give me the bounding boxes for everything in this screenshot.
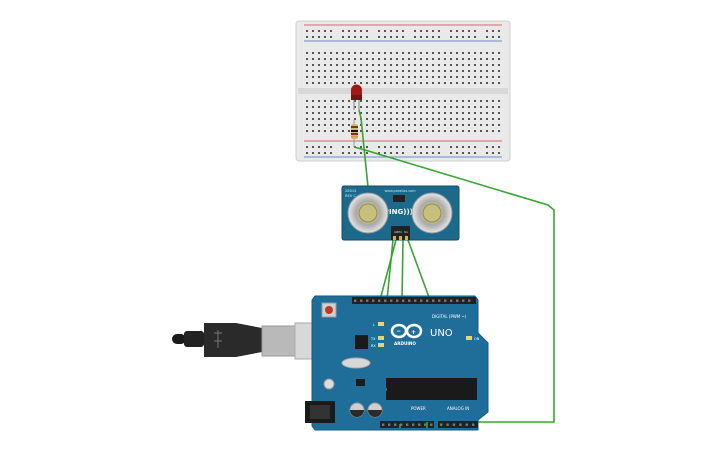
wire-sensor-sig (407, 239, 431, 301)
sensor-pin-gnd: GND (394, 231, 399, 234)
analog-label: ANALOG IN (447, 406, 469, 411)
arduino-uno-board[interactable]: DIGITAL (PWM ~) − + UNO ARDUINO L TX RX … (305, 295, 489, 431)
reset-button-icon[interactable] (321, 302, 337, 318)
arduino-logo-text: ARDUINO (394, 341, 416, 346)
crystal (341, 357, 371, 369)
sensor-brand: www.parallax.com (384, 189, 416, 193)
sensor-model-label: PING)))) (384, 208, 416, 216)
header-wire-ends (399, 422, 428, 428)
breadboard[interactable] (295, 20, 511, 162)
wire-sensor-gnd (379, 239, 397, 301)
bottom-headers[interactable] (380, 421, 478, 428)
sensor-rev: 28015 (345, 189, 356, 193)
usb-chip (355, 335, 368, 349)
capacitors (349, 402, 383, 418)
usb-cable-icon[interactable] (172, 322, 331, 360)
resistor-icon[interactable] (351, 120, 358, 147)
arduino-infinity-logo-icon: − + (390, 323, 423, 339)
digital-header[interactable] (352, 297, 476, 304)
wire-led-to-sensor (358, 109, 369, 188)
led-label-rx: RX (371, 344, 376, 348)
on-label: ON (474, 337, 480, 341)
wire-gnd-header (386, 239, 394, 301)
svg-text:−: − (396, 328, 401, 335)
uno-label: UNO (430, 328, 453, 339)
led-label-l: L (373, 323, 375, 327)
onboard-leds: L TX RX ON (370, 322, 480, 348)
sensor-rev2: REV C (345, 194, 356, 198)
svg-text:+: + (411, 329, 416, 336)
transducer-right-icon (411, 192, 453, 234)
led-label-tx: TX (370, 337, 376, 341)
digital-label: DIGITAL (PWM ~) (432, 314, 467, 319)
transducer-left-icon (347, 192, 389, 234)
wire-resistor-to-gnd (353, 146, 555, 423)
sensor-pin-header[interactable]: GND 5V SIG (391, 226, 410, 240)
center-channel (298, 88, 508, 94)
breadboard-holes (306, 30, 500, 154)
ping-sensor[interactable]: 28015 REV C www.parallax.com PING)))) GN… (341, 185, 460, 241)
power-label: POWER (411, 406, 426, 411)
sensor-chip (393, 195, 405, 202)
sensor-pin-sig: SIG (404, 231, 408, 234)
hole-mount (323, 378, 335, 390)
sensor-pin-5v: 5V (399, 231, 402, 234)
led-icon[interactable] (351, 84, 362, 111)
atmega-chip (386, 378, 477, 400)
regulator (356, 379, 365, 386)
